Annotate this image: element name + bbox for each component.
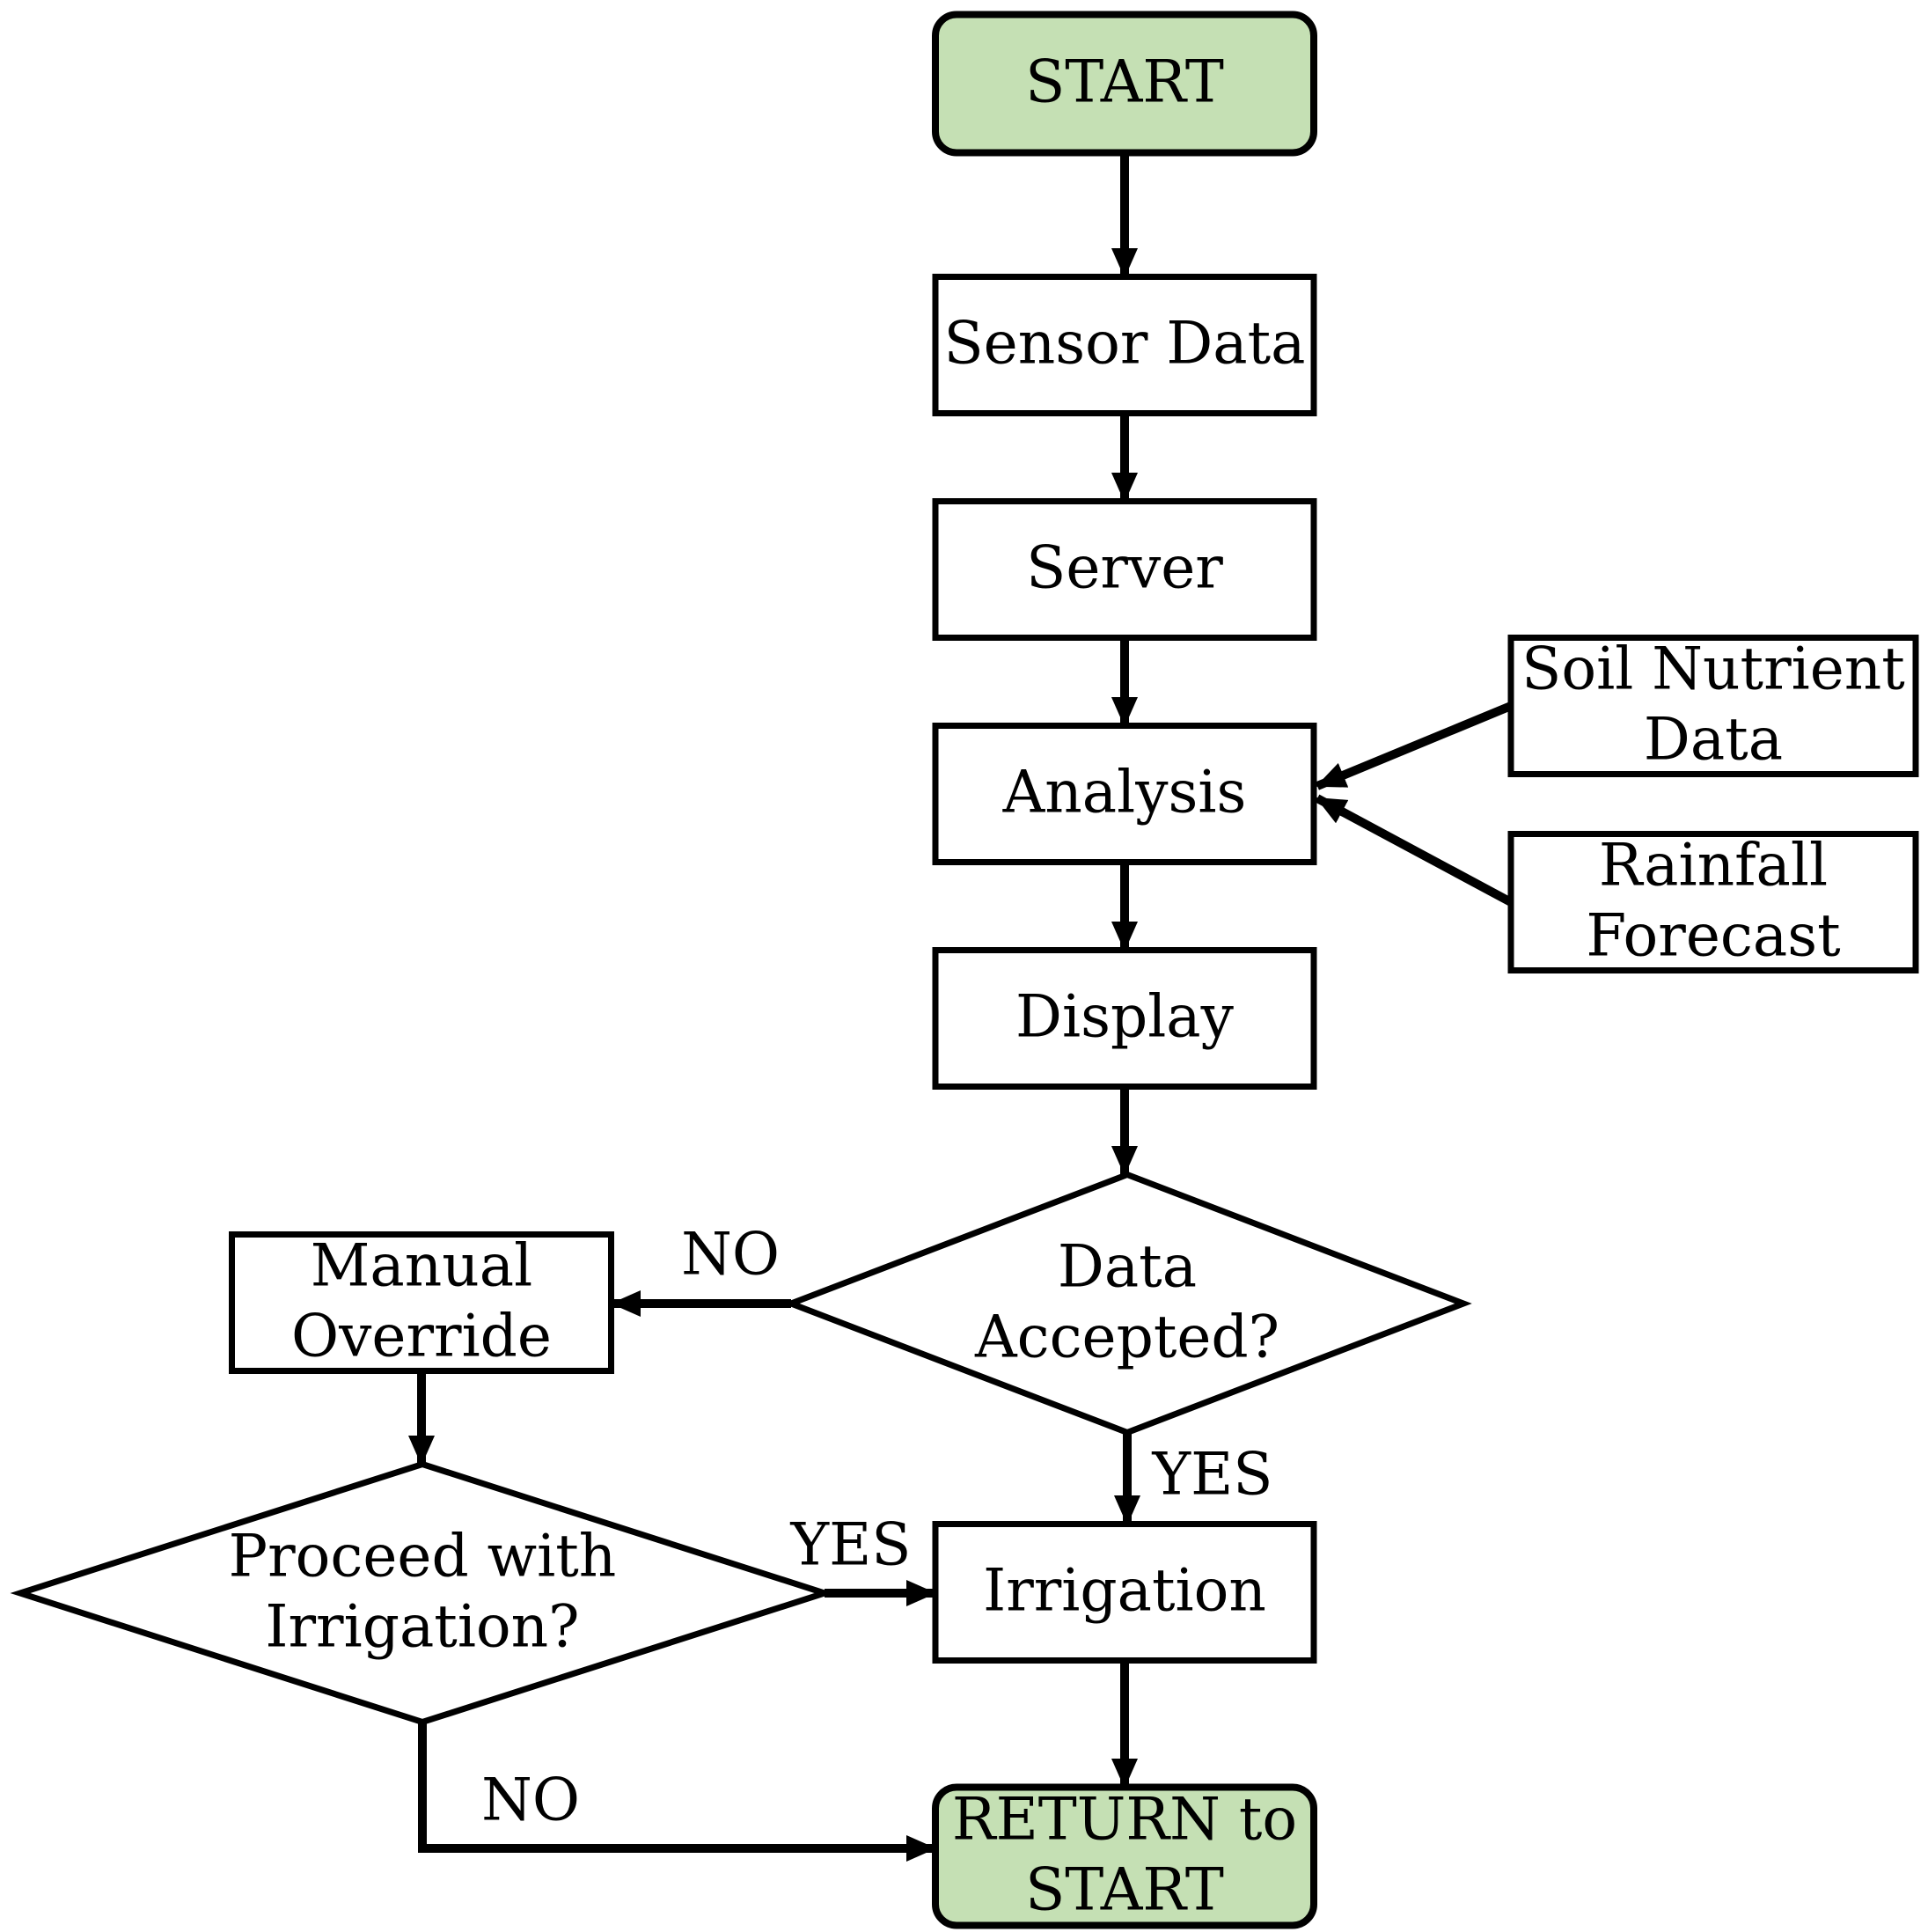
- rainfall-forecast-label-line-1: Rainfall: [1599, 832, 1828, 900]
- analysis-shape: [932, 723, 1317, 865]
- edge-soil-nutrient-data-to-analysis: [1316, 702, 1513, 790]
- manual-override-shape: [229, 1231, 614, 1374]
- rainfall-forecast-label-line-2: Forecast: [1586, 902, 1840, 970]
- proceed-with-irrigation-label-line-2: Irrigation?: [265, 1593, 579, 1661]
- data-accepted-shape: [782, 1171, 1472, 1436]
- rainfall-forecast-shape: [1507, 831, 1919, 973]
- soil-nutrient-data-label-line-2: Data: [1644, 706, 1783, 774]
- edge-rainfall-forecast-to-analysis: [1315, 794, 1514, 907]
- display-label-line-1: Display: [1015, 983, 1235, 1051]
- return-to-start-shape: [932, 1783, 1317, 1929]
- display-shape: [932, 947, 1317, 1090]
- node-server: Server: [932, 498, 1317, 641]
- edge-proceed-with-irrigation-to-return-to-start: [418, 1723, 936, 1862]
- edges-layer: [408, 153, 1514, 1862]
- edge-label-yes: YES: [790, 1511, 912, 1579]
- manual-override-label-line-1: Manual: [311, 1232, 532, 1300]
- analysis-label-line-1: Analysis: [1002, 759, 1247, 826]
- edge-label-no: NO: [681, 1221, 780, 1289]
- server-label-line-1: Server: [1026, 534, 1223, 602]
- edge-label-no: NO: [481, 1767, 580, 1834]
- start-label-line-1: START: [1025, 48, 1224, 116]
- edge-label-yes: YES: [1152, 1441, 1273, 1509]
- start-shape: [932, 11, 1317, 157]
- proceed-with-irrigation-label-line-1: Proceed with: [229, 1523, 617, 1590]
- return-to-start-label-line-1: RETURN to: [952, 1786, 1297, 1854]
- node-start: START: [932, 11, 1317, 157]
- sensor-data-shape: [932, 274, 1317, 416]
- server-shape: [932, 498, 1317, 641]
- soil-nutrient-data-shape: [1507, 635, 1919, 777]
- data-accepted-label-line-1: Data: [1058, 1233, 1197, 1301]
- data-accepted-label-line-2: Accepted?: [974, 1304, 1279, 1371]
- node-display: Display: [932, 947, 1317, 1090]
- manual-override-label-line-2: Override: [291, 1303, 552, 1370]
- sensor-data-label-line-1: Sensor Data: [943, 310, 1305, 378]
- soil-nutrient-data-label-line-1: Soil Nutrient: [1521, 635, 1905, 703]
- irrigation-shape: [932, 1521, 1317, 1664]
- node-sensor-data: Sensor Data: [932, 274, 1317, 416]
- return-to-start-label-line-2: START: [1025, 1856, 1224, 1924]
- proceed-with-irrigation-shape: [10, 1460, 835, 1726]
- node-irrigation: Irrigation: [932, 1521, 1317, 1664]
- irrigation-label-line-1: Irrigation: [983, 1557, 1266, 1625]
- node-analysis: Analysis: [932, 723, 1317, 865]
- edge-labels-layer: NO YES YES NO: [481, 1221, 1272, 1834]
